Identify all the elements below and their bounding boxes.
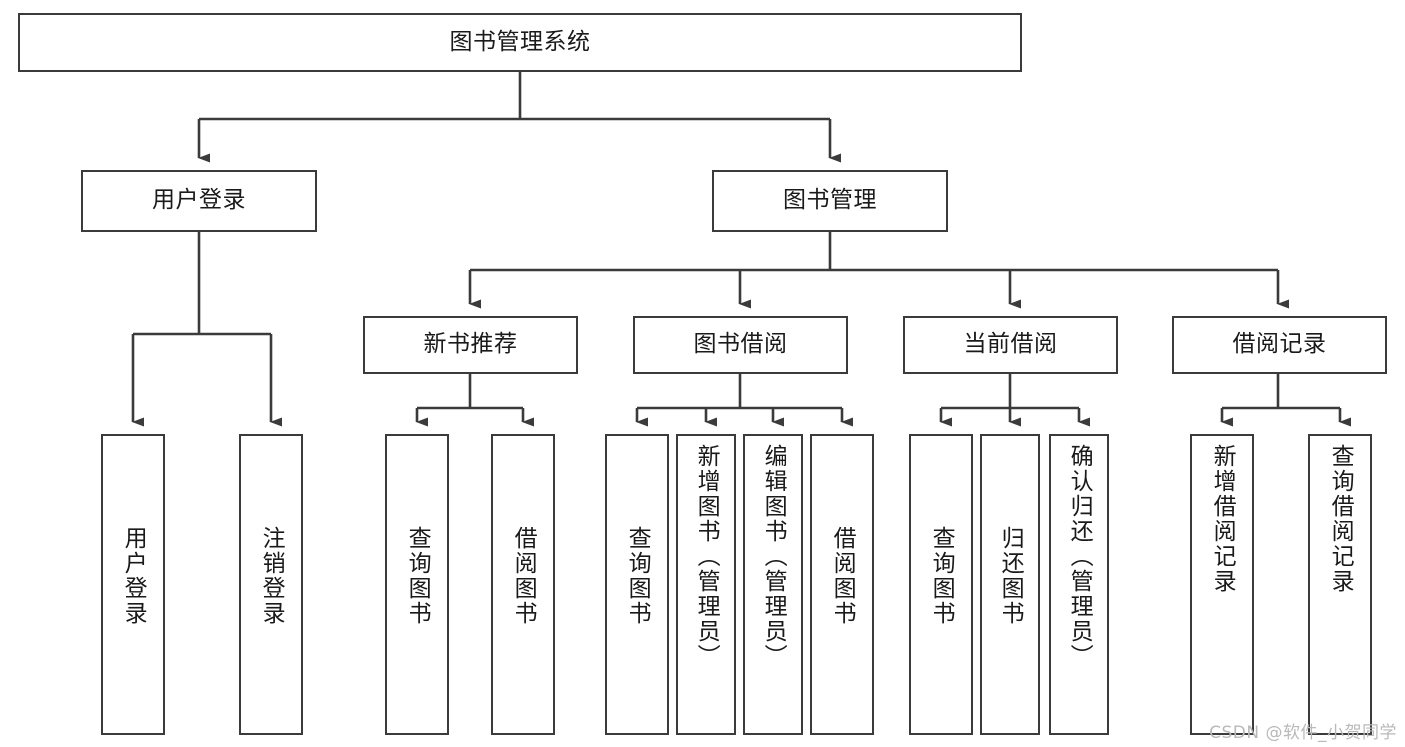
node-label: 用户登录: [152, 187, 246, 214]
leaf-borrow-book-borrow[interactable]: 借阅图书: [810, 434, 874, 735]
node-label: 借阅图书: [510, 526, 537, 626]
node-label: 确认归还（管理员）: [1066, 444, 1093, 669]
node-label: 查询借阅记录: [1327, 444, 1354, 594]
node-user-login[interactable]: 用户登录: [81, 170, 317, 232]
leaf-query-book-recommend[interactable]: 查询图书: [385, 434, 449, 735]
node-current-borrow[interactable]: 当前借阅: [903, 316, 1118, 374]
leaf-edit-book[interactable]: 编辑图书（管理员）: [743, 434, 803, 735]
node-label: 归还图书: [997, 526, 1024, 626]
node-label: 新增借阅记录: [1209, 444, 1236, 594]
node-label: 新书推荐: [423, 331, 518, 358]
node-borrow-record[interactable]: 借阅记录: [1172, 316, 1387, 374]
node-label: 图书借阅: [693, 331, 788, 358]
node-book-borrow[interactable]: 图书借阅: [633, 316, 848, 374]
leaf-borrow-book-recommend[interactable]: 借阅图书: [491, 434, 555, 735]
leaf-query-book-current[interactable]: 查询图书: [909, 434, 973, 735]
node-label: 查询图书: [404, 526, 431, 626]
leaf-query-borrow-record[interactable]: 查询借阅记录: [1308, 434, 1372, 735]
leaf-add-borrow-record[interactable]: 新增借阅记录: [1190, 434, 1254, 735]
csdn-watermark: CSDN @软件_小贺同学: [1209, 723, 1397, 743]
leaf-add-book[interactable]: 新增图书（管理员）: [676, 434, 736, 735]
leaf-logout-login[interactable]: 注销登录: [239, 434, 303, 735]
node-label: 当前借阅: [963, 331, 1058, 358]
leaf-return-book[interactable]: 归还图书: [980, 434, 1040, 735]
node-label: 新增图书（管理员）: [693, 444, 720, 669]
node-label: 用户登录: [120, 526, 147, 626]
node-label: 图书管理系统: [449, 28, 591, 55]
node-label: 借阅记录: [1232, 331, 1327, 358]
leaf-query-book-borrow[interactable]: 查询图书: [605, 434, 669, 735]
node-label: 借阅图书: [829, 526, 856, 626]
node-new-book-recommend[interactable]: 新书推荐: [363, 316, 578, 374]
leaf-user-login[interactable]: 用户登录: [101, 434, 165, 735]
node-label: 图书管理: [783, 187, 877, 214]
node-label: 查询图书: [928, 526, 955, 626]
node-label: 查询图书: [624, 526, 651, 626]
node-root-system[interactable]: 图书管理系统: [18, 13, 1022, 72]
node-label: 编辑图书（管理员）: [760, 444, 787, 669]
node-label: 注销登录: [258, 526, 285, 626]
leaf-confirm-return[interactable]: 确认归还（管理员）: [1049, 434, 1109, 735]
node-book-manage[interactable]: 图书管理: [712, 170, 948, 232]
